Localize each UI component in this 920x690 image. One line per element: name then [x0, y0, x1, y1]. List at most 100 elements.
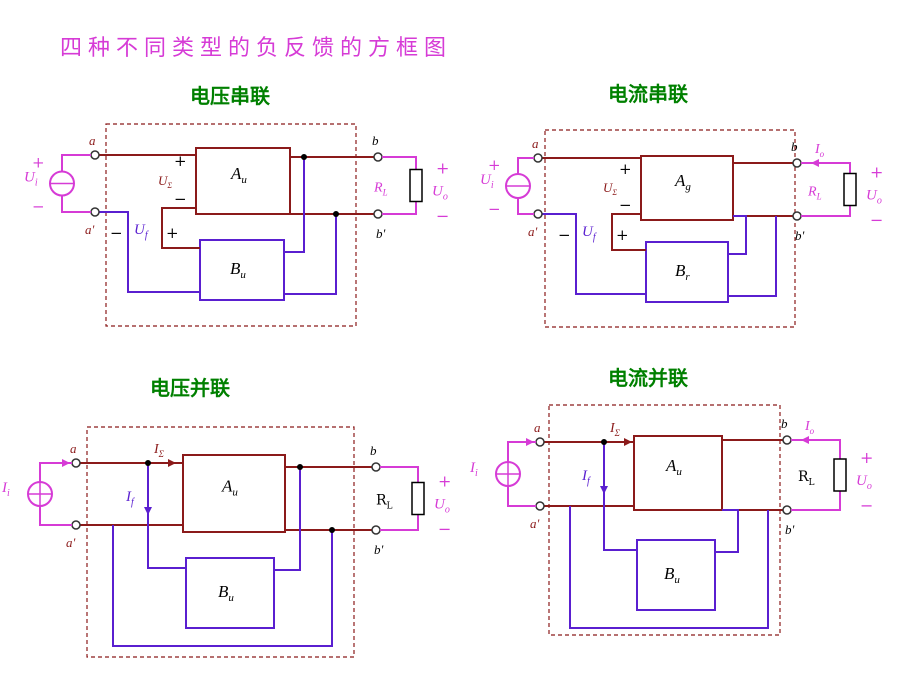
wire-source-top-1	[517, 157, 534, 174]
wire-source-top-0	[61, 154, 91, 172]
node-b-label-2: b	[370, 443, 377, 458]
source-label-0: Ui	[24, 170, 38, 189]
feedback-label-0: Bu	[230, 259, 246, 281]
output-minus-1: −	[870, 211, 883, 230]
current-label-1-main: I	[814, 142, 821, 157]
current-arrow-1	[811, 159, 819, 167]
node-a2-label-2: a'	[66, 535, 76, 550]
output-label-1: Uo	[866, 188, 882, 207]
output-minus-2: −	[438, 520, 451, 539]
wire-fb-input-1	[542, 213, 646, 295]
sum-label-3-sub: Σ	[614, 428, 621, 438]
output-label-2: Uo	[434, 497, 450, 516]
fb-signal-label-0-sub: f	[145, 230, 149, 241]
amplifier-label-1: Ag	[674, 171, 691, 193]
fb-minus-1: −	[558, 226, 571, 244]
current-label-1: Io	[814, 142, 825, 159]
feedback-label-3: Bu	[664, 564, 680, 586]
terminal-b-1	[792, 158, 802, 168]
wire-load-top-0	[382, 156, 417, 170]
source-label-1-main: U	[480, 172, 492, 188]
feedback-block-0	[199, 239, 285, 301]
output-label-1-sub: o	[877, 196, 882, 207]
load-resistor-0	[409, 168, 423, 203]
amplifier-label-1-sub: g	[685, 181, 691, 193]
source-label-3-sub: i	[475, 468, 478, 479]
terminal-a-3	[535, 437, 545, 447]
load-label-3: RL	[798, 469, 815, 488]
junction-out-bot-0	[333, 211, 339, 217]
fb-signal-label-3: If	[581, 468, 591, 487]
output-label-3-main: U	[856, 473, 868, 489]
fb-signal-label-3-sub: f	[587, 476, 591, 487]
feedback-block-1	[645, 241, 729, 303]
amplifier-label-2: Au	[221, 477, 238, 499]
fb-minus-0: −	[110, 224, 123, 242]
wire-load-bottom-2	[380, 514, 419, 531]
sum-label-1: UΣ	[603, 180, 617, 197]
wire-load-bottom-3	[791, 491, 841, 511]
source-label-0-main: U	[24, 170, 36, 186]
load-label-3-main: R	[798, 469, 809, 485]
terminal-a-0	[90, 150, 100, 160]
wire-load-top-3	[791, 439, 841, 459]
heading-voltage-shunt: 电压并联	[150, 376, 230, 400]
output-minus-3: −	[860, 496, 873, 515]
source-label-2-main: I	[1, 480, 8, 496]
wire-source-top-2	[39, 462, 72, 482]
source-minus-0: −	[32, 198, 45, 216]
wire-load-top-2	[380, 466, 419, 483]
wire-fb-input-0	[99, 211, 200, 293]
load-label-0: RL	[373, 181, 388, 198]
current-label-3-sub: o	[810, 426, 815, 436]
amplifier-label-2-sub: u	[232, 487, 238, 499]
terminal-a2-3	[535, 501, 545, 511]
amplifier-label-0-main: A	[230, 164, 242, 183]
sum-minus-1: −	[619, 196, 632, 214]
output-label-0-sub: o	[443, 192, 448, 203]
wire-load-bottom-1	[801, 205, 851, 217]
wire-load-top-1	[801, 162, 851, 174]
source-label-3: Ii	[469, 460, 478, 479]
feedback-label-3-sub: u	[674, 574, 680, 586]
sum-plus-1: +	[619, 160, 632, 178]
frame-3	[548, 404, 781, 636]
feedback-label-0-main: B	[230, 259, 241, 278]
wire-fb-sample-2	[274, 467, 301, 571]
node-b-label-0: b	[372, 133, 379, 148]
load-label-1-sub: L	[816, 192, 822, 202]
node-b2-label-3: b'	[785, 522, 795, 537]
node-b-label-3: b	[781, 416, 788, 431]
amplifier-label-3: Au	[665, 456, 682, 478]
terminal-a2-1	[533, 209, 543, 219]
feedback-block-3	[636, 539, 716, 611]
load-label-3-sub: L	[809, 478, 815, 488]
junction-out-top-2	[297, 464, 303, 470]
fb-arrow-2	[144, 507, 152, 515]
junction-out-bot-2	[329, 527, 335, 533]
load-label-2-sub: L	[387, 502, 393, 512]
wire-fb-sample-1	[728, 215, 747, 255]
feedback-block-2	[185, 557, 275, 629]
node-b2-label-0: b'	[376, 226, 386, 241]
source-minus-1: −	[488, 200, 501, 218]
terminal-b-3	[782, 435, 792, 445]
load-label-1-main: R	[807, 185, 817, 200]
wire-fb-sample2-1	[728, 216, 777, 297]
fb-signal-label-1-main: U	[582, 224, 594, 240]
output-label-1-main: U	[866, 188, 878, 204]
junction-out-top-0	[301, 154, 307, 160]
current-label-3: Io	[804, 419, 815, 436]
current-arrow-3	[801, 436, 809, 444]
sum-arrow-3	[624, 438, 632, 446]
load-label-1: RL	[807, 185, 822, 202]
sum-plus-0: +	[174, 152, 187, 170]
terminal-a2-2	[71, 520, 81, 530]
node-a-label-3: a	[534, 420, 541, 435]
output-label-3: Uo	[856, 473, 872, 492]
output-plus-2: +	[438, 472, 451, 491]
junction-input-2	[145, 460, 151, 466]
load-resistor-3	[833, 458, 847, 492]
node-a-label-1: a	[532, 136, 539, 151]
feedback-label-1: Br	[675, 261, 690, 283]
